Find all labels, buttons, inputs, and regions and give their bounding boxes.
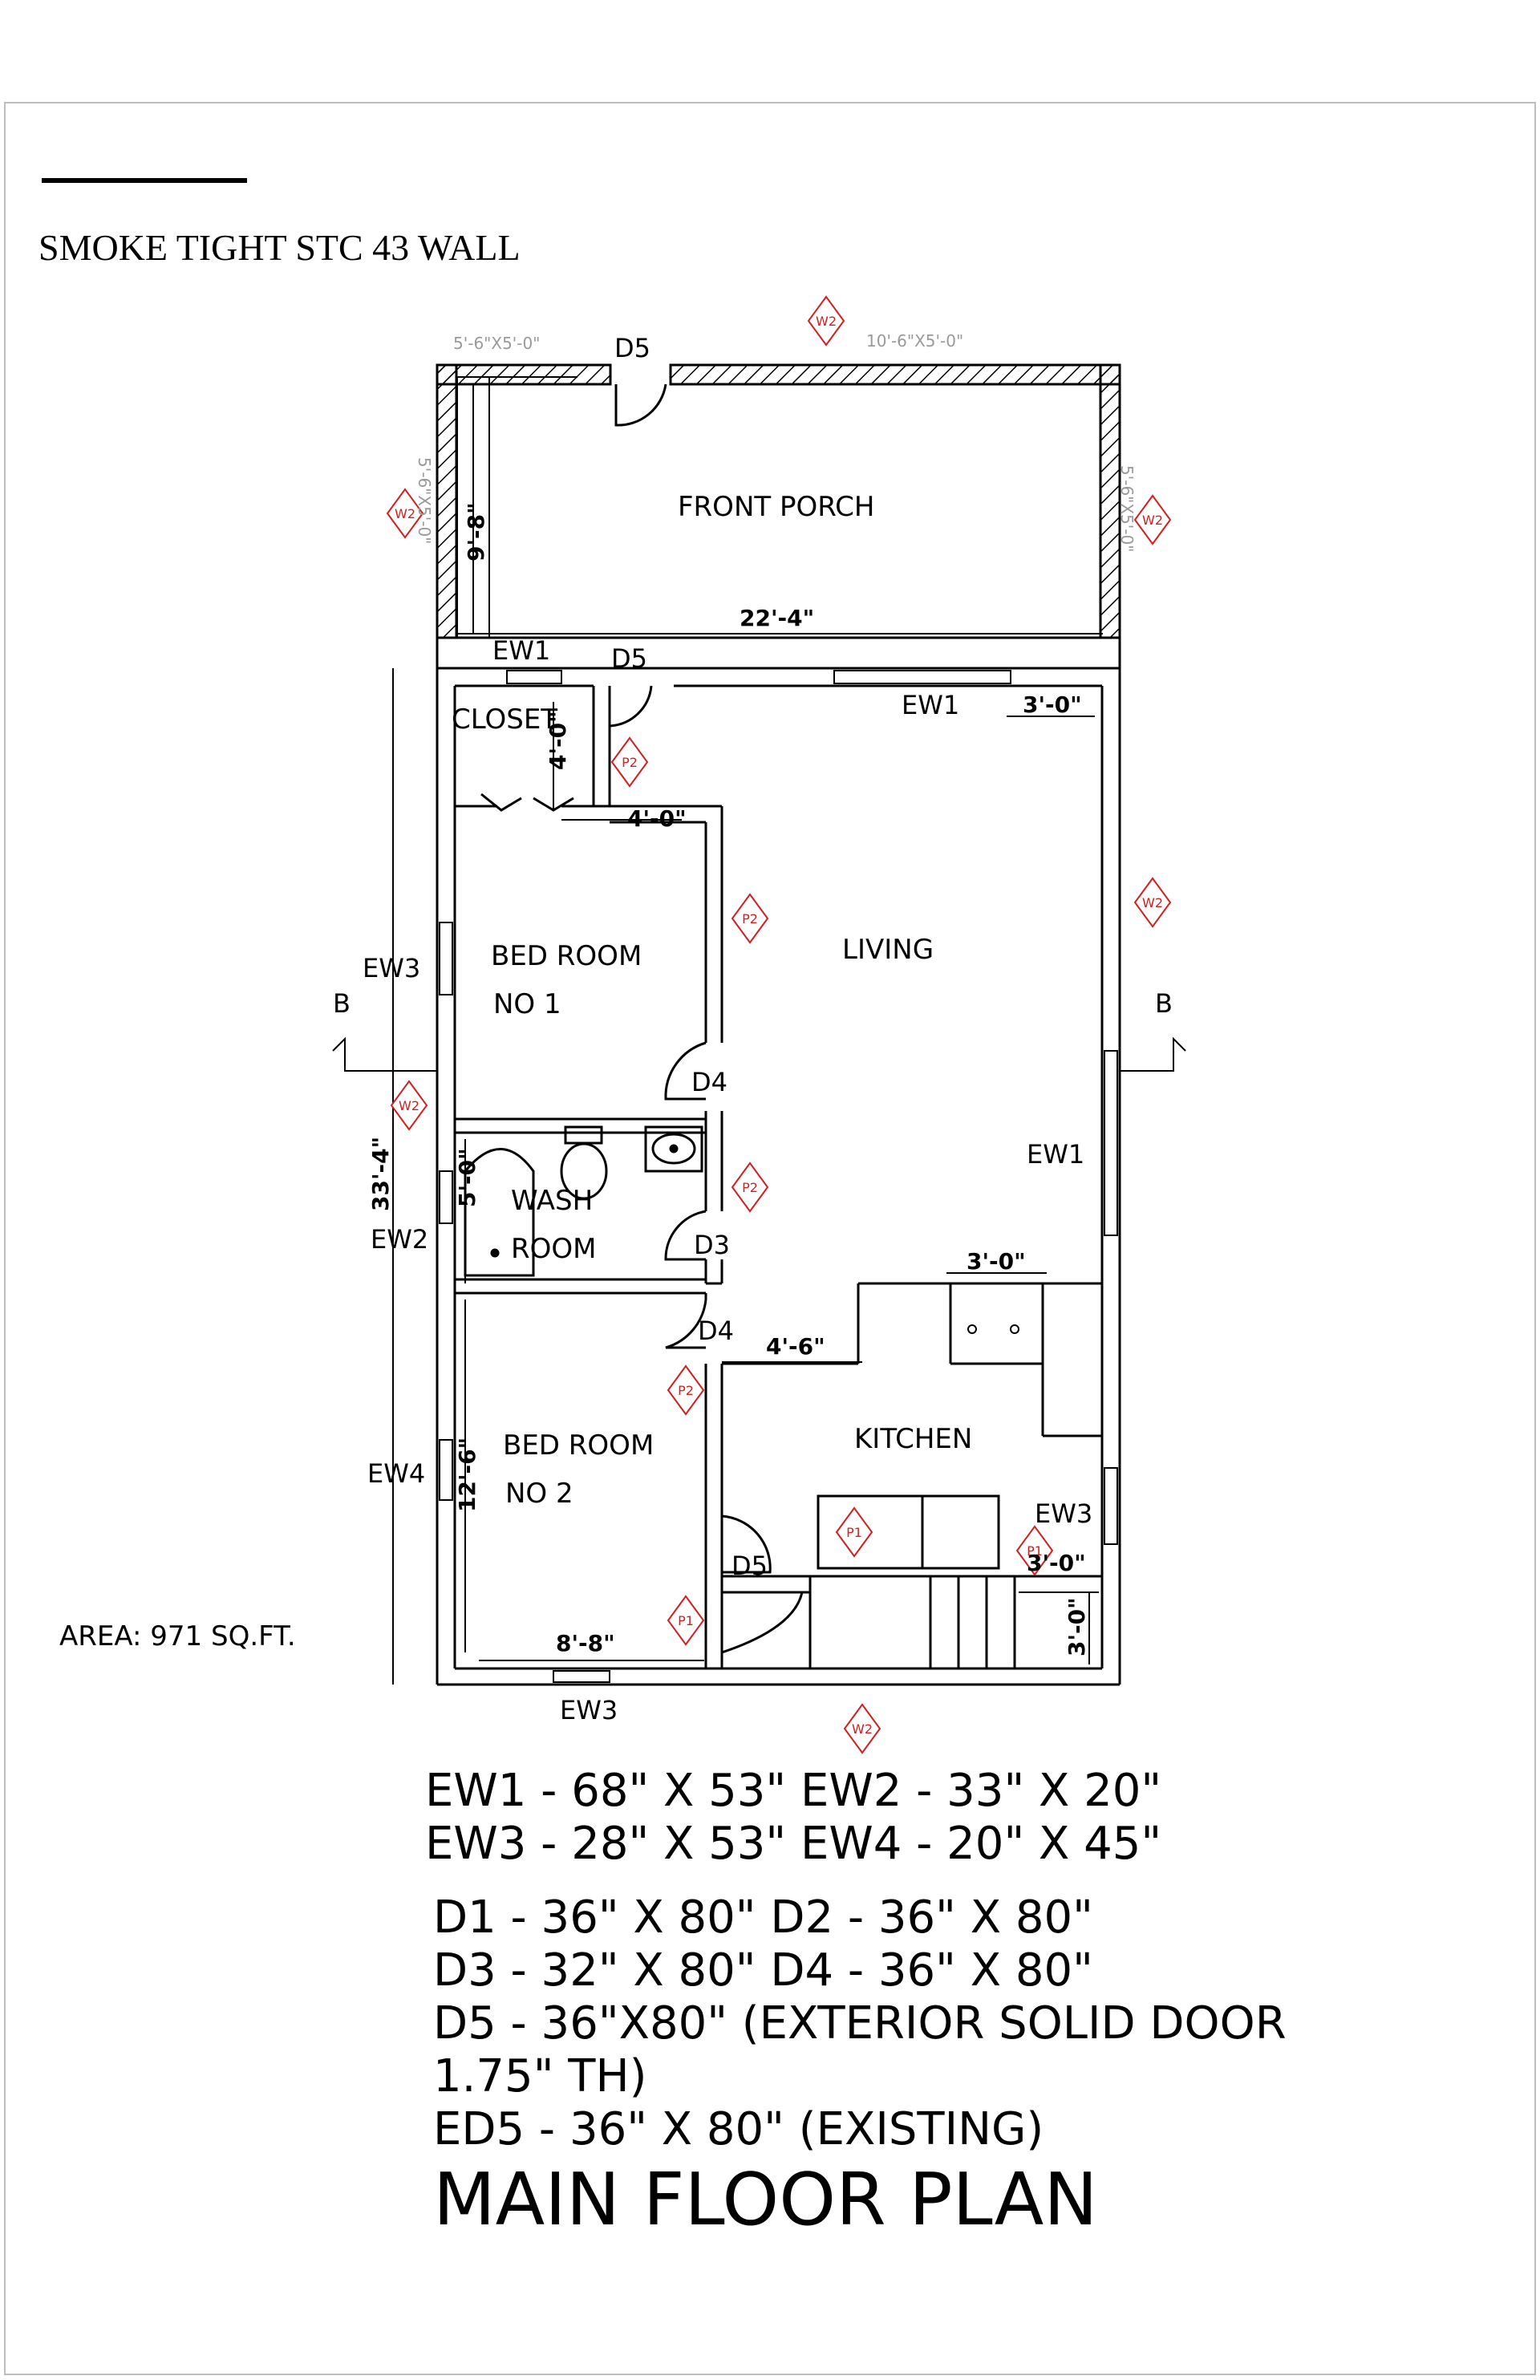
overall-depth-dimension: 33'-4" [367, 1137, 394, 1211]
bedroom2-depth-dimension: 12'-6" [454, 1437, 480, 1512]
schedule-line: D5 - 36"X80" (EXTERIOR SOLID DOOR [433, 1997, 1287, 2050]
kitchen-offset-dimension: 4'-6" [766, 1333, 825, 1360]
schedule-line: D3 - 32" X 80" D4 - 36" X 80" [433, 1944, 1093, 1997]
ew3-tag: EW3 [363, 953, 420, 983]
ew3-tag: EW3 [1035, 1498, 1092, 1529]
d4-tag: D4 [691, 1067, 727, 1097]
bedroom2-width-dimension: 8'-8" [556, 1630, 615, 1656]
sheet-border [4, 102, 1536, 2375]
porch-window-left-size: 5'-6"X5'-0" [453, 334, 540, 353]
dimension-labels: 9'-8" 22'-4" 4'-0" 4'-0" 3'-0" 33'-4" 5'… [367, 502, 1090, 1656]
d5-tag: D5 [611, 643, 647, 674]
living-label: LIVING [842, 934, 934, 966]
d5-tag: D5 [614, 333, 650, 363]
porch-window-top-size: 10'-6"X5'-0" [866, 331, 963, 351]
porch-door-swing [614, 383, 667, 427]
porch-window-side-size: 5'-6"X5'-0" [415, 457, 434, 544]
p2-tag: P2 [678, 1383, 694, 1398]
porch-depth-dimension: 9'-8" [463, 502, 489, 562]
section-markers [332, 1036, 1186, 1072]
wall-windows [439, 670, 1118, 1683]
ew1-tag: EW1 [492, 635, 550, 666]
tag-diamond-labels: W2 W2 W2 P2 P2 W2 W2 P2 P2 P1 P1 P1 W2 [395, 314, 1163, 1737]
porch-window-side-size: 5'-6"X5'-0" [1117, 465, 1137, 552]
schedule-line: D1 - 36" X 80" D2 - 36" X 80" [433, 1891, 1093, 1944]
porch-width-dimension: 22'-4" [740, 605, 814, 631]
closet-width-dimension: 4'-0" [627, 805, 687, 832]
closet-depth-dimension: 4'-0" [545, 711, 571, 770]
ew3-tag: EW3 [560, 1695, 618, 1725]
stair-depth-dimension: 3'-0" [1064, 1597, 1090, 1656]
schedule-line: ED5 - 36" X 80" (EXISTING) [433, 2103, 1044, 2155]
p2-tag: P2 [742, 911, 758, 926]
schedule-line: 1.75" TH) [433, 2050, 647, 2102]
dimension-lines [392, 385, 1103, 1685]
closet-label: CLOSET [452, 703, 557, 736]
p1-tag: P1 [846, 1525, 862, 1540]
p1-tag: P1 [1027, 1543, 1043, 1559]
bedroom1-number: NO 1 [493, 988, 561, 1020]
section-b-left: B [333, 988, 351, 1019]
washroom-fixtures [464, 1125, 703, 1277]
front-porch-label: FRONT PORCH [678, 491, 874, 523]
w2-tag: W2 [816, 314, 837, 329]
counter-width-dimension: 3'-0" [967, 1248, 1026, 1275]
stair-width-dimension: 3'-0" [1027, 1550, 1086, 1576]
opening-tags: D5 EW1 D5 EW1 EW3 B B D4 EW1 EW2 D3 D4 E… [333, 333, 1173, 1725]
front-porch-walls [436, 363, 1121, 670]
plan-title: MAIN FLOOR PLAN [433, 2158, 1098, 2242]
interior-door-swings [608, 685, 772, 1574]
ew2-tag: EW2 [371, 1224, 428, 1255]
p1-tag: P1 [678, 1613, 694, 1628]
d3-tag: D3 [694, 1230, 730, 1260]
bedroom2-label: BED ROOM [503, 1429, 654, 1462]
kitchen-label: KITCHEN [854, 1423, 972, 1455]
schedule-line: EW1 - 68" X 53" EW2 - 33" X 20" [425, 1765, 1162, 1817]
w2-tag: W2 [1142, 513, 1163, 528]
w2-tag: W2 [852, 1721, 873, 1737]
window-offset-dimension: 3'-0" [1023, 691, 1082, 718]
wash-depth-dimension: 5'-0" [454, 1148, 480, 1207]
house-walls [436, 667, 1121, 1686]
ew4-tag: EW4 [367, 1458, 425, 1489]
d4-tag: D4 [698, 1316, 734, 1346]
p2-tag: P2 [622, 755, 638, 770]
wall-legend-swatch [42, 178, 247, 183]
area-label: AREA: 971 SQ.FT. [59, 1620, 296, 1652]
section-b-right: B [1155, 988, 1173, 1019]
w2-tag: W2 [395, 506, 415, 521]
ew1-tag: EW1 [1027, 1139, 1084, 1170]
window-size-notes: 5'-6"X5'-0" 10'-6"X5'-0" 5'-6"X5'-0" 5'-… [415, 331, 1137, 552]
d5-tag: D5 [732, 1551, 768, 1581]
ew1-tag: EW1 [902, 690, 959, 720]
wall-legend-label: SMOKE TIGHT STC 43 WALL [38, 227, 521, 268]
washroom-label-2: ROOM [511, 1233, 596, 1265]
w2-tag: W2 [1142, 895, 1163, 910]
bedroom1-label: BED ROOM [491, 940, 642, 972]
bedroom2-number: NO 2 [505, 1478, 573, 1510]
schedule-line: EW3 - 28" X 53" EW4 - 20" X 45" [425, 1818, 1162, 1870]
room-labels: FRONT PORCH CLOSET LIVING BED ROOM NO 1 … [452, 491, 972, 1510]
washroom-label: WASH [511, 1185, 593, 1217]
p2-tag: P2 [742, 1180, 758, 1195]
w2-tag: W2 [399, 1098, 419, 1113]
